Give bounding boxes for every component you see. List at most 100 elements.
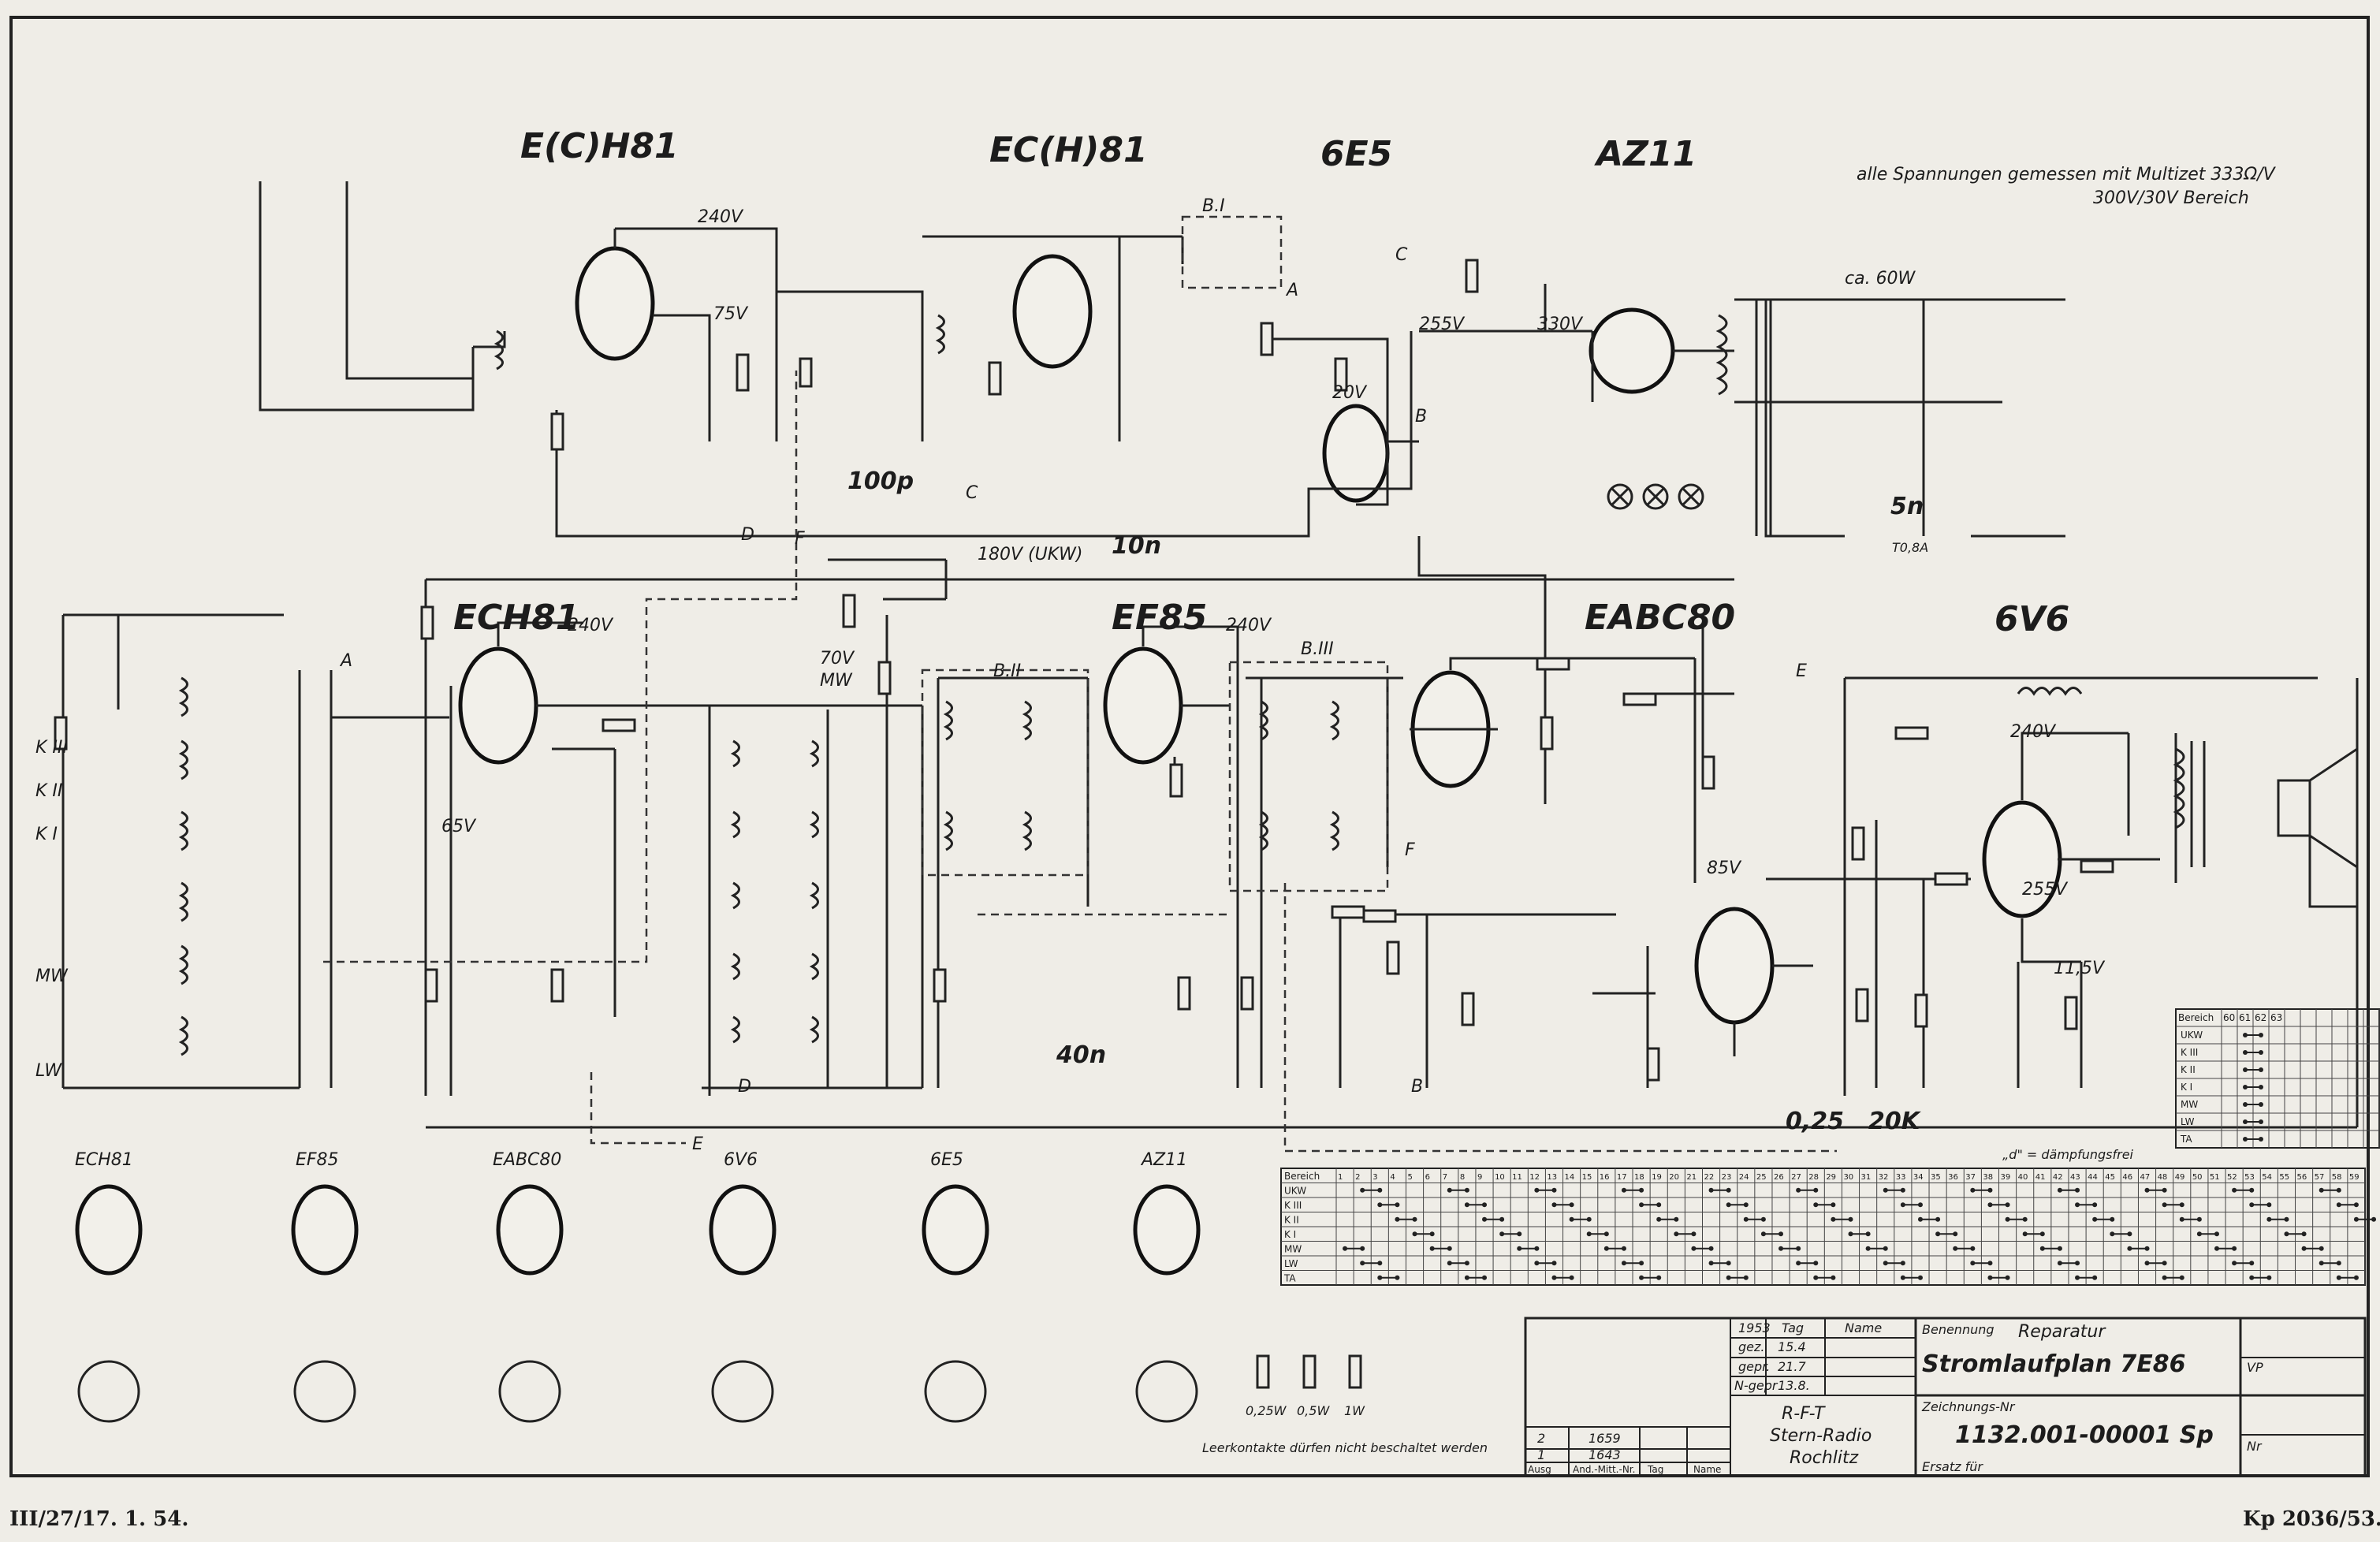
tb-title: Stromlaufplan 7E86	[1922, 1350, 2185, 1378]
tb-drawing-number: 1132.001-00001 Sp	[1955, 1421, 2214, 1449]
switch-contact-dot	[1551, 1187, 1557, 1193]
switch-contact-dot	[2266, 1275, 2272, 1280]
switch-contact-dot	[1848, 1216, 1853, 1222]
switch-contact-dot	[1639, 1261, 1644, 1266]
switch-contact-dot	[2057, 1246, 2062, 1251]
label-tube-ech81-top: E(C)H81	[520, 126, 679, 166]
voltage-11v5: 11,5V	[2054, 959, 2106, 978]
switch-table-col-number: 28	[1808, 1173, 1819, 1182]
switch-contact-dot	[1726, 1187, 1731, 1193]
tube-ech81-second	[1012, 254, 1093, 369]
resistor-1w: 1W	[1344, 1403, 1365, 1418]
switch-table-band-label: UKW	[1284, 1186, 1306, 1197]
switch-contact-dot	[1691, 1231, 1697, 1237]
switch-contact-dot	[2249, 1187, 2255, 1193]
small-table-header: 62	[2255, 1012, 2266, 1023]
switch-table-col-number: 23	[1722, 1173, 1732, 1182]
switch-contact-dot	[1482, 1202, 1488, 1208]
small-table-band: K III	[2181, 1047, 2198, 1058]
small-table-band: LW	[2181, 1116, 2195, 1127]
label-c-1: C	[966, 483, 978, 503]
measurement-note-2: 300V/30V Bereich	[2093, 188, 2249, 208]
label-tube-6e5: 6E5	[1320, 134, 1392, 174]
label-d-1: D	[741, 525, 754, 545]
switch-contact-dot	[2319, 1246, 2324, 1251]
switch-table-col-number: 40	[2018, 1173, 2028, 1182]
switch-table-col-number: 31	[1861, 1173, 1872, 1182]
switch-contact-dot	[2127, 1231, 2132, 1237]
switch-table-col-number: 57	[2315, 1173, 2325, 1182]
label-tube-az11: AZ11	[1594, 134, 1697, 174]
switch-contact-dot	[2214, 1231, 2219, 1237]
switch-table-col-number: 33	[1896, 1173, 1906, 1182]
switch-table-col-number: 37	[1965, 1173, 1976, 1182]
tb-reparatur: Reparatur	[2018, 1322, 2106, 1342]
switch-table-col-number: 4	[1390, 1173, 1395, 1182]
switch-contact-dot	[1429, 1231, 1435, 1237]
switch-contact-dot	[2353, 1275, 2359, 1280]
switch-table-col-number: 48	[2158, 1173, 2168, 1182]
tb-rev1-val: 1643	[1589, 1447, 1621, 1462]
switch-table-col-number: 35	[1931, 1173, 1941, 1182]
switch-table-col-number: 32	[1879, 1173, 1889, 1182]
switch-contact-dot	[1813, 1187, 1819, 1193]
voltage-75v: 75V	[713, 304, 749, 324]
tb-gez: gez.	[1738, 1339, 1764, 1354]
switch-contact-dot	[2371, 1216, 2377, 1222]
switch-table-col-number: 27	[1791, 1173, 1801, 1182]
resistors	[54, 259, 2114, 1082]
switch-contact-dot	[1813, 1261, 1819, 1266]
tube-az11	[1589, 307, 1675, 394]
label-100p: 100p	[847, 467, 914, 495]
switch-table-col-number: 19	[1652, 1173, 1662, 1182]
switch-contact-dot	[1464, 1187, 1469, 1193]
tb-gepr-date: 21.7	[1778, 1359, 1806, 1374]
switch-table-col-number: 26	[1774, 1173, 1784, 1182]
handwritten-20k: 20K	[1868, 1108, 1922, 1135]
label-f-1: F	[795, 529, 805, 549]
label-5n: 5n	[1890, 493, 1924, 520]
switch-table-col-number: 52	[2227, 1173, 2237, 1182]
switch-table-col-number: 3	[1373, 1173, 1377, 1182]
tb-nr: Nr	[2247, 1439, 2263, 1454]
tb-city: Rochlitz	[1790, 1448, 1859, 1468]
switch-table-col-number: 36	[1948, 1173, 1958, 1182]
switch-contact-dot	[1883, 1246, 1888, 1251]
tb-gez-date: 15.4	[1778, 1339, 1806, 1354]
switch-contact-dot	[1970, 1246, 1976, 1251]
switch-contact-dot	[2179, 1275, 2184, 1280]
switch-table-band-label: TA	[1283, 1273, 1296, 1284]
switch-table-col-number: 50	[2192, 1173, 2203, 1182]
switch-contact-dot	[1656, 1275, 1662, 1280]
voltage-20v: 20V	[1332, 383, 1368, 403]
tb-gepr: gepr.	[1738, 1359, 1770, 1374]
switch-contact-dot	[2284, 1216, 2289, 1222]
switch-contact-dot	[1760, 1216, 1766, 1222]
label-a-1: A	[339, 651, 352, 671]
switch-contact-dot	[1621, 1246, 1626, 1251]
switch-table-col-number: 56	[2297, 1173, 2307, 1182]
tb-rev1: 1	[1537, 1447, 1545, 1462]
switch-contact-dot	[1708, 1246, 1714, 1251]
switch-table-col-number: 38	[1983, 1173, 1993, 1182]
tube-ef85	[1103, 646, 1183, 765]
switch-contact-dot	[1377, 1187, 1383, 1193]
switch-contact-dot	[2179, 1202, 2184, 1208]
tb-ersatz: Ersatz für	[1922, 1459, 1983, 1474]
label-e-1: E	[692, 1134, 703, 1154]
resistor-05w: 0,5W	[1297, 1403, 1330, 1418]
switch-contact-dot	[2301, 1231, 2307, 1237]
switch-contact-dot	[2162, 1187, 2167, 1193]
switch-contact-dot	[1412, 1216, 1417, 1222]
switch-contact-dot	[1656, 1202, 1662, 1208]
switch-table-col-number: 12	[1529, 1173, 1540, 1182]
band-mw: MW	[35, 967, 69, 986]
switch-contact-dot	[2336, 1187, 2341, 1193]
small-table-header: 60	[2223, 1012, 2235, 1023]
tb-year: 1953	[1738, 1320, 1771, 1335]
band-kw3: K III	[35, 738, 68, 758]
tb-ausg: Ausg	[1528, 1464, 1551, 1475]
label-mw: MW	[820, 671, 853, 691]
